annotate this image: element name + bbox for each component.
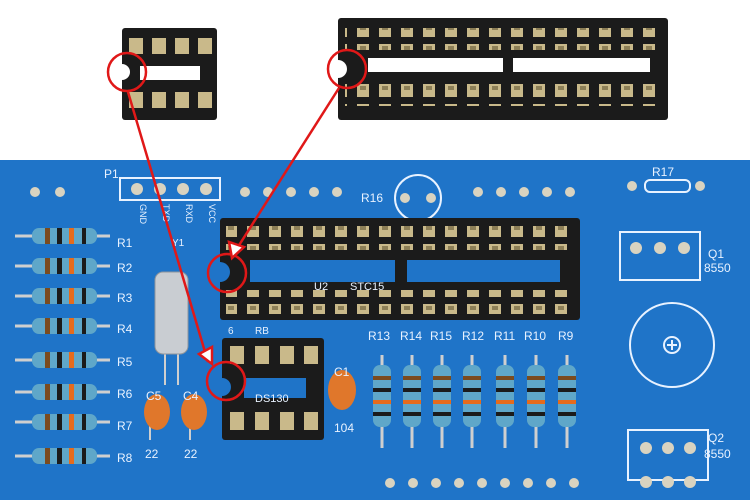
capacitor-c1 — [328, 370, 356, 410]
label-r5: R5 — [117, 355, 133, 369]
large-socket-top — [338, 18, 668, 120]
label-q2-part: 8550 — [704, 447, 731, 461]
label-u2: U2 — [314, 281, 328, 293]
capacitor-c5 — [144, 394, 170, 430]
label-r11: R11 — [494, 329, 515, 343]
label-r12: R12 — [462, 329, 484, 343]
arrow-line-large — [234, 87, 341, 251]
label-small-side-b: RB — [255, 326, 269, 337]
label-small-side: 6 — [228, 326, 234, 337]
resistor-r12 — [463, 355, 481, 448]
label-r7: R7 — [117, 419, 133, 433]
resistor-r15 — [433, 355, 451, 448]
resistor-r8 — [15, 448, 110, 464]
label-rxd: RXD — [184, 204, 194, 224]
q1-outline — [619, 231, 701, 281]
label-p1: P1 — [104, 167, 119, 181]
capacitors — [144, 370, 356, 440]
resistor-r7 — [15, 414, 110, 430]
label-c5-value: 22 — [145, 447, 159, 461]
label-c4: C4 — [183, 389, 199, 403]
label-gnd: GND — [138, 204, 148, 225]
label-y1: Y1 — [172, 238, 185, 249]
label-r16: R16 — [361, 191, 383, 205]
arrow-head-small — [196, 344, 214, 367]
small-socket-top — [122, 28, 217, 120]
resistor-r13 — [373, 355, 391, 448]
pcb-board — [0, 160, 750, 500]
ds1302-socket — [222, 338, 324, 440]
label-r14: R14 — [400, 329, 422, 343]
u2-socket — [220, 218, 580, 320]
crystal-y1 — [154, 271, 189, 385]
resistors-bottom — [373, 355, 576, 448]
label-r3: R3 — [117, 291, 133, 305]
label-c1: C1 — [334, 365, 350, 379]
label-r10: R10 — [524, 329, 546, 343]
label-q1: Q1 — [708, 247, 724, 261]
resistor-r9 — [558, 355, 576, 448]
highlight-circle-u2-notch — [206, 252, 248, 294]
label-r8: R8 — [117, 451, 133, 465]
pcb-pads-top — [30, 181, 705, 197]
arrow-head-large — [227, 240, 247, 261]
q2-outline — [627, 429, 709, 488]
resistor-r2 — [15, 258, 110, 274]
resistors-left — [15, 228, 110, 464]
label-r17: R17 — [652, 165, 674, 179]
label-vcc: VCC — [207, 204, 217, 224]
resistor-r10 — [527, 355, 545, 448]
label-q1-part: 8550 — [704, 261, 731, 275]
resistor-r4 — [15, 318, 110, 334]
highlight-circle-ds1302-notch — [205, 360, 247, 402]
red-annotations — [106, 48, 368, 402]
resistor-r11 — [496, 355, 514, 448]
label-r9: R9 — [558, 329, 574, 343]
resistor-r6 — [15, 384, 110, 400]
label-r2: R2 — [117, 261, 133, 275]
label-u2-part: STC15 — [350, 281, 384, 293]
label-c4-value: 22 — [184, 447, 198, 461]
label-r13: R13 — [368, 329, 390, 343]
label-ds1302: DS130 — [255, 393, 289, 405]
resistor-r5 — [15, 352, 110, 368]
r17-outline — [644, 179, 691, 193]
label-r1: R1 — [117, 236, 133, 250]
label-c5: C5 — [146, 389, 162, 403]
header-p1 — [119, 177, 221, 201]
label-q2: Q2 — [708, 431, 724, 445]
pcb-pads-bottom — [385, 478, 579, 488]
arrow-line-small — [126, 91, 210, 363]
resistor-r1 — [15, 228, 110, 244]
buzzer-outline — [629, 302, 715, 388]
label-c1-value: 104 — [334, 421, 354, 435]
label-txd: TXD — [161, 204, 171, 223]
label-r15: R15 — [430, 329, 452, 343]
highlight-circle-large-socket — [326, 48, 368, 90]
highlight-circle-small-socket — [106, 51, 148, 93]
capacitor-c4 — [181, 394, 207, 430]
resistor-r14 — [403, 355, 421, 448]
silkscreen-labels: P1 GND TXD RXD VCC R1 R2 R3 R4 R5 R6 R7 … — [104, 165, 731, 465]
resistor-r3 — [15, 288, 110, 304]
ldr-r16 — [394, 174, 442, 222]
label-r6: R6 — [117, 387, 133, 401]
label-r4: R4 — [117, 322, 133, 336]
